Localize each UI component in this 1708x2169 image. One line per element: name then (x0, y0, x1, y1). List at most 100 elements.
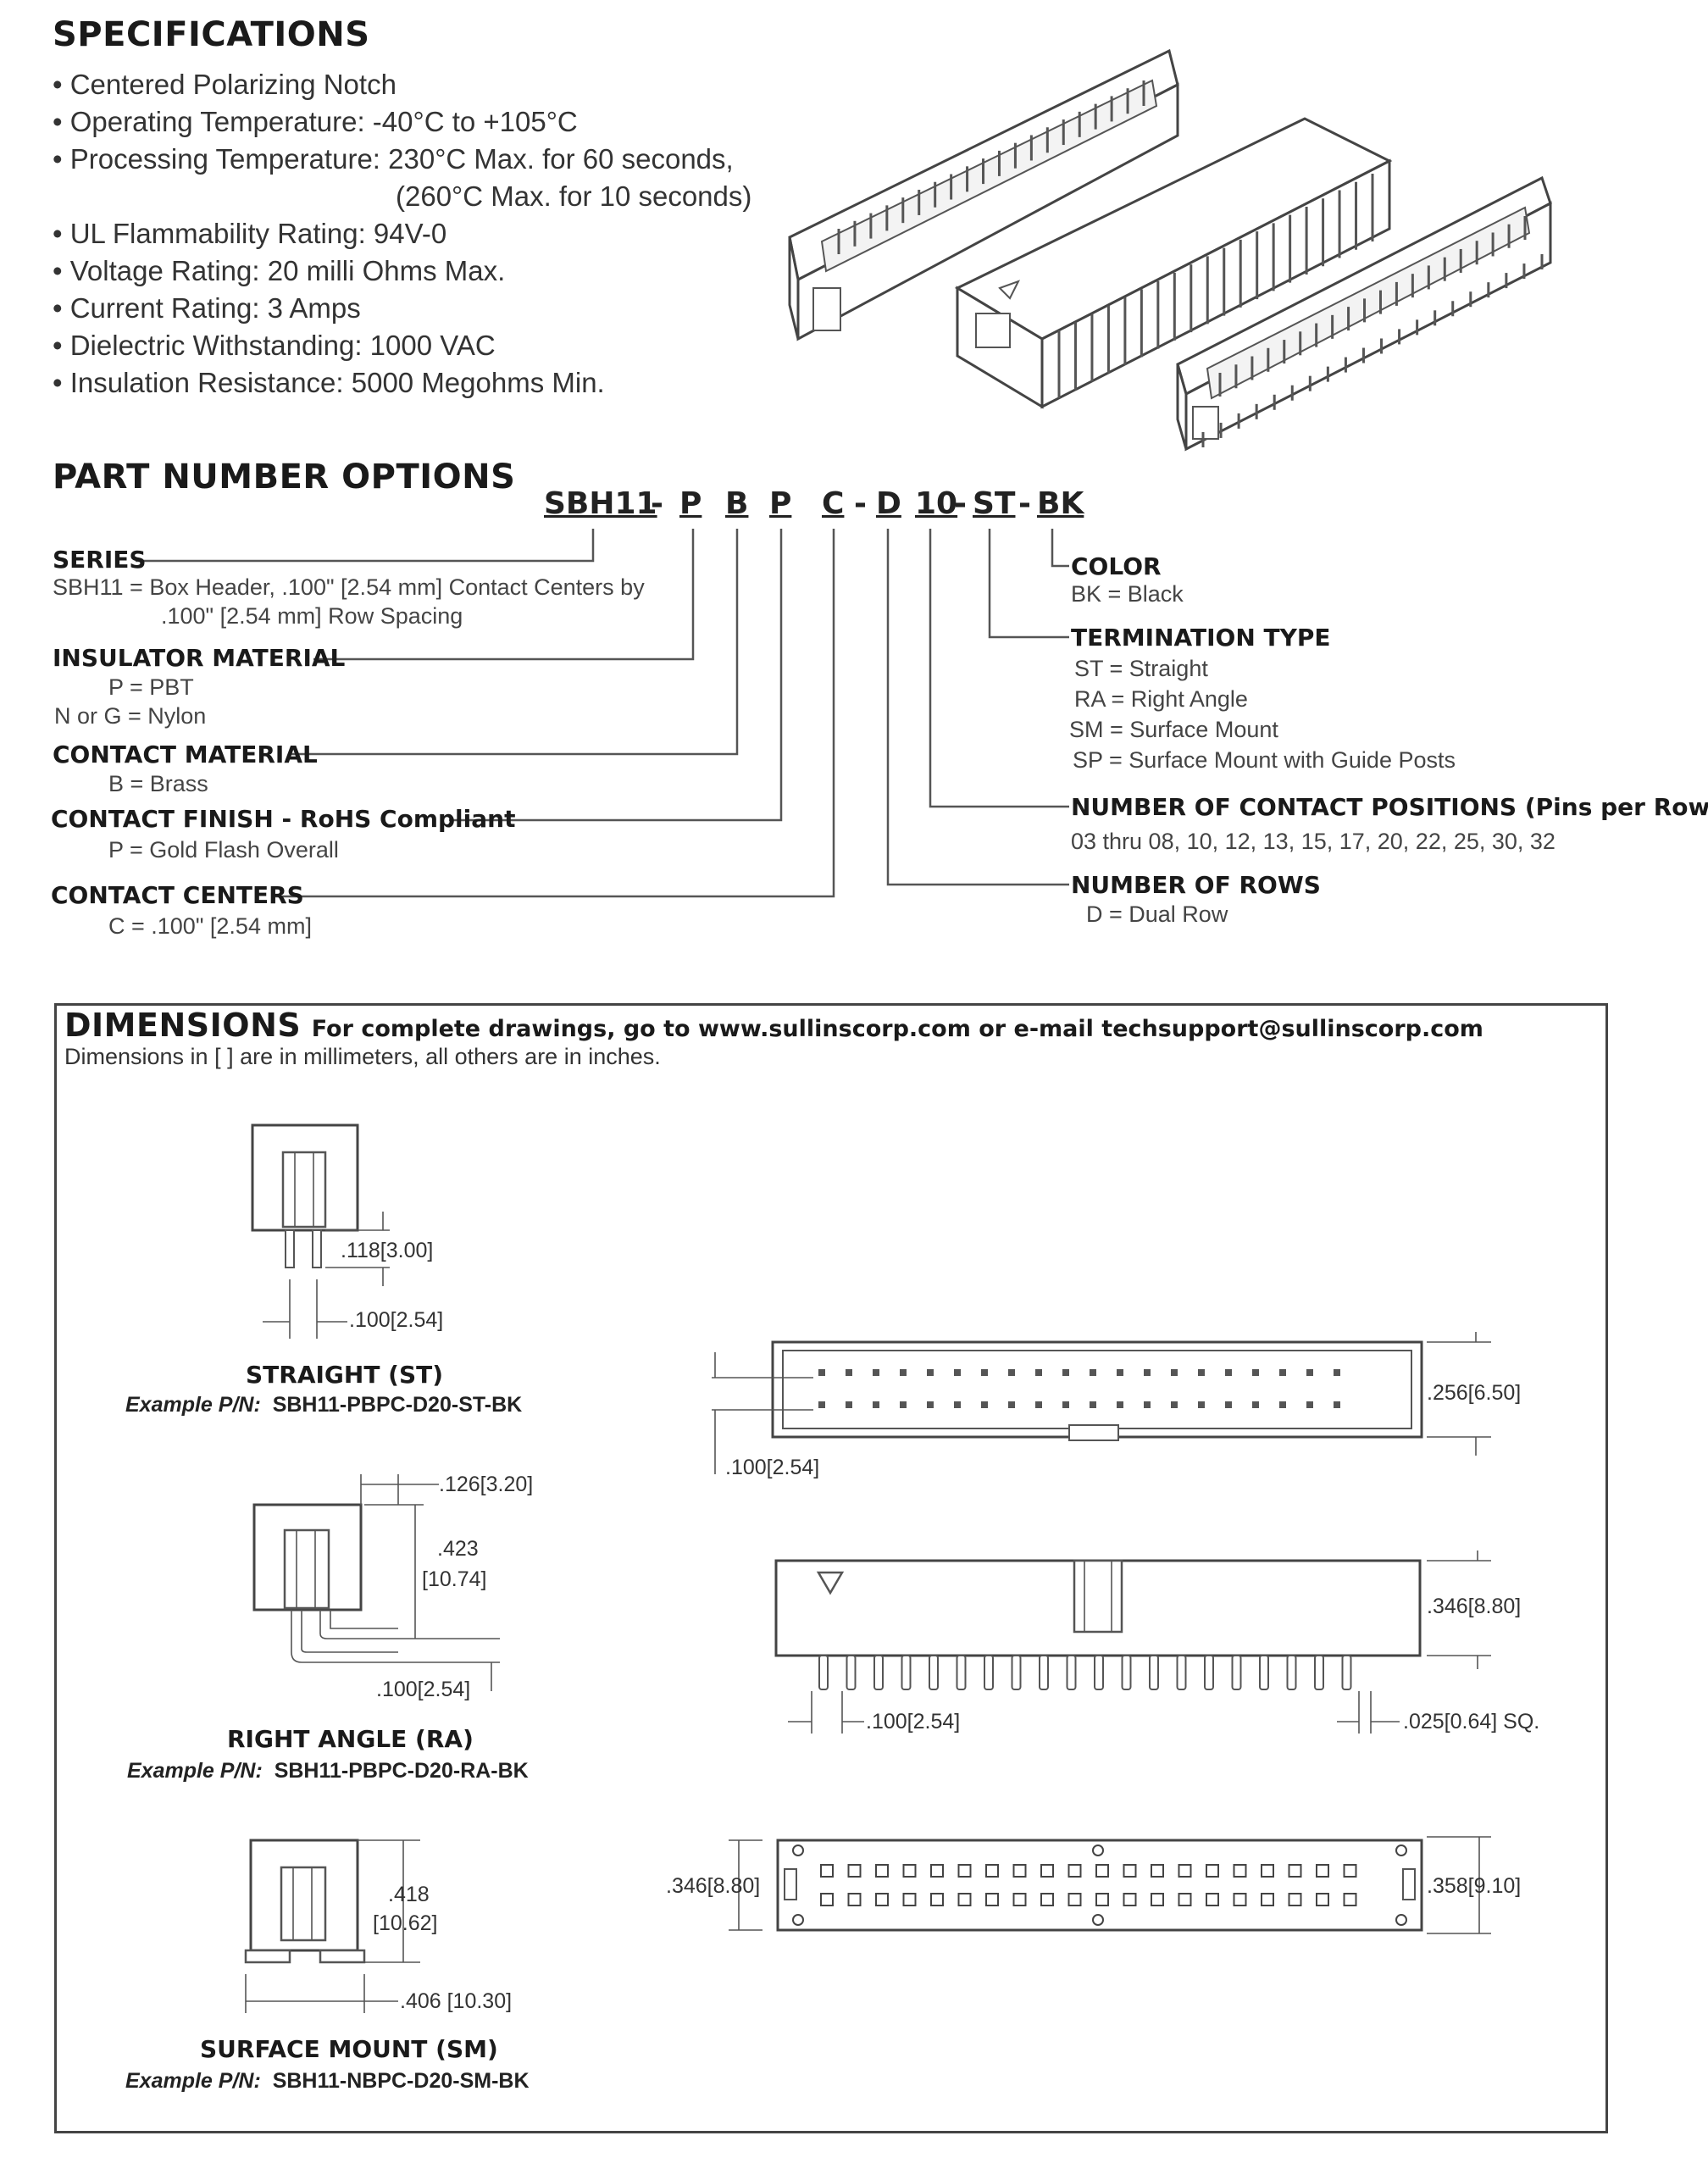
contact-pad (1178, 1864, 1192, 1878)
contact-pin (1011, 1655, 1022, 1690)
example-label: Example P/N: (125, 2069, 261, 2093)
contact-hole (1171, 1369, 1178, 1376)
contact-hole (1279, 1401, 1286, 1408)
contact-pad (1233, 1864, 1247, 1878)
contact-pad (1206, 1893, 1219, 1906)
example-label: Example P/N: (127, 1759, 263, 1783)
contact-centers-option: C = .100" [2.54 mm] (108, 913, 312, 939)
straight-caption: STRAIGHT (ST) (246, 1361, 444, 1389)
contact-hole (981, 1401, 988, 1408)
contact-pad (1040, 1893, 1054, 1906)
spec-item: • Dielectric Withstanding: 1000 VAC (53, 330, 496, 361)
contact-pad (875, 1893, 889, 1906)
spec-item: • Processing Temperature: 230°C Max. for… (53, 143, 734, 175)
contact-hole (1225, 1369, 1232, 1376)
pn-insulator: P (679, 486, 702, 521)
part-number-leaders (136, 529, 1069, 898)
contact-hole (1062, 1369, 1069, 1376)
contact-hole (1144, 1369, 1151, 1376)
contact-pin (1314, 1655, 1324, 1690)
pn-termination: ST (973, 486, 1016, 521)
contact-pad (1012, 1893, 1027, 1906)
contact-pad (902, 1864, 917, 1878)
pn-dash: - (651, 486, 663, 521)
contact-pin (1341, 1655, 1352, 1690)
contact-hole (1252, 1401, 1259, 1408)
bottom-right-dim: .358[9.10] (1427, 1874, 1522, 1898)
contact-hole (954, 1369, 961, 1376)
contact-pad (957, 1864, 972, 1878)
contact-pad (820, 1864, 834, 1878)
pn-rows: D (876, 486, 901, 521)
straight-height-dim: .118[3.00] (341, 1239, 434, 1262)
contact-hole (1171, 1401, 1178, 1408)
contact-hole (927, 1369, 934, 1376)
pn-positions: 10 (915, 486, 958, 521)
number-of-rows-option: D = Dual Row (1086, 901, 1228, 927)
contact-hole (1225, 1401, 1232, 1408)
dimensions-panel (54, 1003, 1608, 2133)
contact-hole (818, 1401, 825, 1408)
right-angle-example: Example P/N: SBH11-PBPC-D20-RA-BK (127, 1759, 529, 1783)
sm-height-mm-dim: [10.62] (373, 1911, 438, 1935)
contact-pin (1149, 1655, 1159, 1690)
contact-hole (1117, 1401, 1123, 1408)
dimensions-note: Dimensions in [ ] are in millimeters, al… (64, 1044, 661, 1069)
contact-hole (927, 1401, 934, 1408)
spec-item: • UL Flammability Rating: 94V-0 (53, 218, 447, 249)
contact-pin (1066, 1655, 1077, 1690)
contact-pad (902, 1893, 917, 1906)
surface-mount-drawing (244, 1839, 420, 2013)
contact-hole (981, 1369, 988, 1376)
contact-pad (1343, 1893, 1357, 1906)
contact-pad (875, 1864, 889, 1878)
top-pitch-dim: .100[2.54] (725, 1456, 820, 1479)
insulator-material-label: INSULATOR MATERIAL (53, 644, 346, 672)
bottom-left-dim: .346[8.80] (666, 1874, 761, 1898)
connector-surface-mount-image (1176, 175, 1552, 452)
contact-pin (1176, 1655, 1187, 1690)
contact-pin (956, 1655, 967, 1690)
pn-contact-material: B (725, 486, 749, 521)
contact-hole (1279, 1369, 1286, 1376)
contact-pin (984, 1655, 994, 1690)
example-part-number: SBH11-NBPC-D20-SM-BK (272, 2069, 530, 2093)
side-view-drawing (774, 1550, 1491, 1734)
contact-hole (1252, 1369, 1259, 1376)
contact-pin (1121, 1655, 1132, 1690)
contact-pad (1261, 1893, 1274, 1906)
contact-pad (1206, 1864, 1219, 1878)
contact-hole (1198, 1401, 1205, 1408)
contact-material-label: CONTACT MATERIAL (53, 741, 318, 768)
pn-dash: - (854, 486, 867, 521)
sm-height-dim: .418 (388, 1883, 430, 1906)
contact-pin (1094, 1655, 1104, 1690)
termination-option: RA = Right Angle (1074, 686, 1248, 712)
ra-height-dim: .423 (437, 1537, 479, 1561)
contact-hole (818, 1369, 825, 1376)
top-view-drawing (712, 1332, 1491, 1474)
contact-pad (1012, 1864, 1027, 1878)
connector-illustration (788, 48, 1552, 452)
contact-hole (954, 1401, 961, 1408)
side-pin-size-dim: .025[0.64] SQ. (1403, 1710, 1540, 1734)
contact-pad (1288, 1864, 1302, 1878)
contact-hole (1090, 1401, 1096, 1408)
contact-pin (1286, 1655, 1297, 1690)
contact-hole (1117, 1369, 1123, 1376)
contact-hole (900, 1369, 907, 1376)
contact-hole (1035, 1401, 1042, 1408)
contact-pad (1095, 1864, 1109, 1878)
ra-pitch-dim: .100[2.54] (376, 1678, 471, 1701)
contact-centers-label: CONTACT CENTERS (51, 881, 304, 909)
contact-pad (1343, 1864, 1357, 1878)
spec-item: • Voltage Rating: 20 milli Ohms Max. (53, 255, 506, 286)
right-angle-drawing (252, 1474, 500, 1691)
pn-contact-finish: P (769, 486, 792, 521)
straight-pitch-dim: .100[2.54] (349, 1308, 444, 1332)
ra-offset-dim: .126[3.20] (439, 1473, 534, 1496)
contact-pin (1039, 1655, 1049, 1690)
contact-pad (1233, 1893, 1247, 1906)
part-number-title: PART NUMBER OPTIONS (53, 458, 516, 496)
surface-mount-caption: SURFACE MOUNT (SM) (200, 2035, 498, 2063)
